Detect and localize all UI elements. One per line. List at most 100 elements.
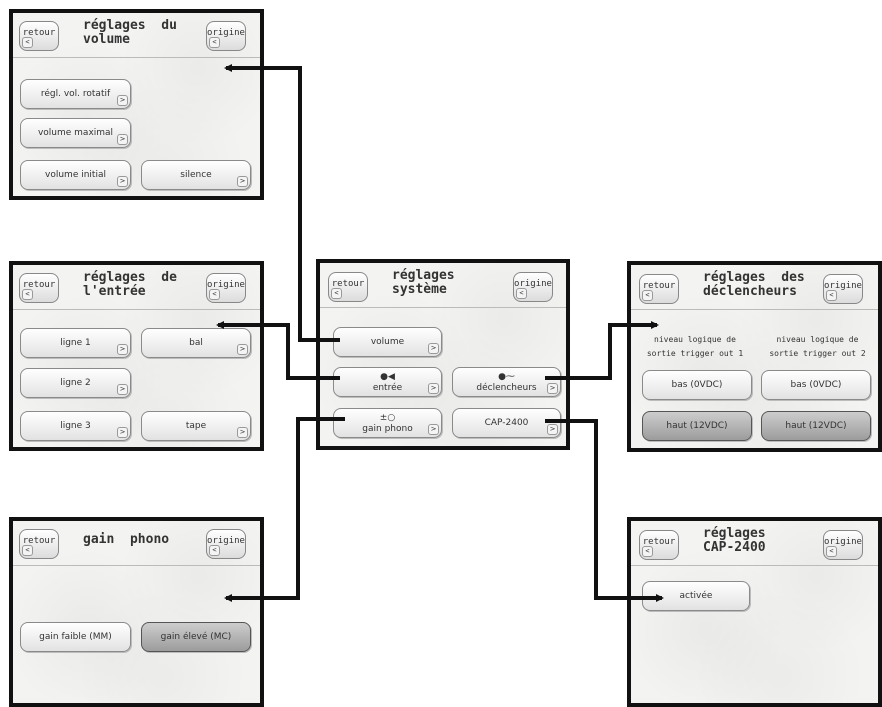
button-label: ligne 2 xyxy=(60,378,91,388)
tape-button[interactable]: tape > xyxy=(141,411,251,441)
go-arrow-icon: > xyxy=(237,176,248,187)
retour-label: retour xyxy=(22,28,56,38)
max-volume-button[interactable]: volume maximal > xyxy=(20,118,131,148)
arrow-to-cap2400 xyxy=(545,419,664,602)
back-arrow-icon: < xyxy=(826,546,837,557)
trigger-out1-label: niveau logique de sortie trigger out 1 xyxy=(646,335,744,358)
panel-title: gain phono xyxy=(83,532,170,547)
go-arrow-icon: > xyxy=(237,427,248,438)
button-label: gain faible (MM) xyxy=(39,632,112,642)
go-arrow-icon: > xyxy=(428,383,439,394)
origine-button[interactable]: origine < xyxy=(823,530,863,560)
button-label: haut (12VDC) xyxy=(666,421,728,431)
arrow-to-volume xyxy=(224,64,340,342)
line1-button[interactable]: ligne 1 > xyxy=(20,328,131,358)
origine-button[interactable]: origine < xyxy=(206,273,246,303)
input-button[interactable]: ●◀ entrée > xyxy=(333,367,442,397)
trigger2-low-button[interactable]: bas (0VDC) xyxy=(761,370,871,400)
origine-label: origine xyxy=(514,279,552,289)
trigger-out2-label: niveau logique de sortie trigger out 2 xyxy=(769,335,866,358)
origine-label: origine xyxy=(207,28,245,38)
origine-label: origine xyxy=(824,537,862,547)
line3-button[interactable]: ligne 3 > xyxy=(20,411,131,441)
retour-label: retour xyxy=(642,537,676,547)
go-arrow-icon: > xyxy=(117,344,128,355)
panel-header: retour < réglages CAP-2400 origine < xyxy=(631,521,878,566)
triggers-button[interactable]: ●⁓ déclencheurs > xyxy=(452,367,561,397)
button-label: ligne 1 xyxy=(60,338,91,348)
back-arrow-icon: < xyxy=(331,288,342,299)
phono-gain-button[interactable]: ±○ gain phono > xyxy=(333,408,442,438)
trigger-icon: ●⁓ xyxy=(498,372,515,382)
input-icon: ●◀ xyxy=(380,372,395,382)
back-arrow-icon: < xyxy=(209,545,220,556)
button-label: ligne 3 xyxy=(60,421,91,431)
trigger1-high-button[interactable]: haut (12VDC) xyxy=(642,411,752,441)
go-arrow-icon: > xyxy=(117,95,128,106)
retour-label: retour xyxy=(642,281,676,291)
low-gain-button[interactable]: gain faible (MM) xyxy=(20,622,131,652)
retour-button[interactable]: retour < xyxy=(19,21,59,51)
bal-button[interactable]: bal > xyxy=(141,328,251,358)
origine-button[interactable]: origine < xyxy=(823,274,863,304)
origine-button[interactable]: origine < xyxy=(206,21,246,51)
back-arrow-icon: < xyxy=(22,545,33,556)
origine-label: origine xyxy=(824,281,862,291)
origine-button[interactable]: origine < xyxy=(206,529,246,559)
go-arrow-icon: > xyxy=(117,176,128,187)
go-arrow-icon: > xyxy=(547,424,558,435)
back-arrow-icon: < xyxy=(516,288,527,299)
back-arrow-icon: < xyxy=(642,290,653,301)
retour-button[interactable]: retour < xyxy=(639,530,679,560)
back-arrow-icon: < xyxy=(22,289,33,300)
retour-button[interactable]: retour < xyxy=(328,272,368,302)
mute-button[interactable]: silence > xyxy=(141,160,251,190)
arrow-to-phono-gain xyxy=(224,417,345,602)
button-label: volume xyxy=(370,337,405,347)
panel-title: réglages du volume xyxy=(83,18,177,47)
go-arrow-icon: > xyxy=(547,383,558,394)
button-label: volume maximal xyxy=(37,128,114,138)
cap2400-button[interactable]: CAP-2400 > xyxy=(452,408,561,438)
trigger2-high-button[interactable]: haut (12VDC) xyxy=(761,411,871,441)
button-label: déclencheurs xyxy=(476,383,537,393)
button-label: volume initial xyxy=(45,170,106,180)
button-label: entrée xyxy=(372,383,403,393)
back-arrow-icon: < xyxy=(642,546,653,557)
origine-button[interactable]: origine < xyxy=(513,272,553,302)
go-arrow-icon: > xyxy=(428,343,439,354)
panel-title: réglages CAP-2400 xyxy=(703,526,766,555)
button-label: silence xyxy=(180,170,212,180)
panel-title: réglages des déclencheurs xyxy=(703,270,805,299)
button-label: bas (0VDC) xyxy=(671,380,723,390)
rotary-volume-button[interactable]: régl. vol. rotatif > xyxy=(20,79,131,109)
retour-label: retour xyxy=(22,536,56,546)
phono-icon: ±○ xyxy=(379,413,396,423)
retour-button[interactable]: retour < xyxy=(19,529,59,559)
panel-title: réglages système xyxy=(392,268,455,297)
panel-header: retour < gain phono origine < xyxy=(13,521,260,566)
panel-header: retour < réglages des déclencheurs origi… xyxy=(631,265,878,310)
origine-label: origine xyxy=(207,536,245,546)
button-label: CAP-2400 xyxy=(484,418,529,428)
retour-label: retour xyxy=(331,279,365,289)
retour-button[interactable]: retour < xyxy=(639,274,679,304)
panel-title: réglages de l'entrée xyxy=(83,270,177,299)
arrow-to-input xyxy=(216,321,340,380)
arrow-to-triggers xyxy=(545,321,659,380)
system-settings-panel: retour < réglages système origine < volu… xyxy=(316,259,570,450)
button-label: haut (12VDC) xyxy=(785,421,847,431)
trigger1-low-button[interactable]: bas (0VDC) xyxy=(642,370,752,400)
go-arrow-icon: > xyxy=(237,344,248,355)
initial-volume-button[interactable]: volume initial > xyxy=(20,160,131,190)
origine-label: origine xyxy=(207,280,245,290)
high-gain-button[interactable]: gain élevé (MC) xyxy=(141,622,251,652)
panel-header: retour < réglages de l'entrée origine < xyxy=(13,265,260,310)
back-arrow-icon: < xyxy=(209,289,220,300)
line2-button[interactable]: ligne 2 > xyxy=(20,368,131,398)
go-arrow-icon: > xyxy=(117,384,128,395)
retour-label: retour xyxy=(22,280,56,290)
retour-button[interactable]: retour < xyxy=(19,273,59,303)
button-label: activée xyxy=(679,591,713,601)
